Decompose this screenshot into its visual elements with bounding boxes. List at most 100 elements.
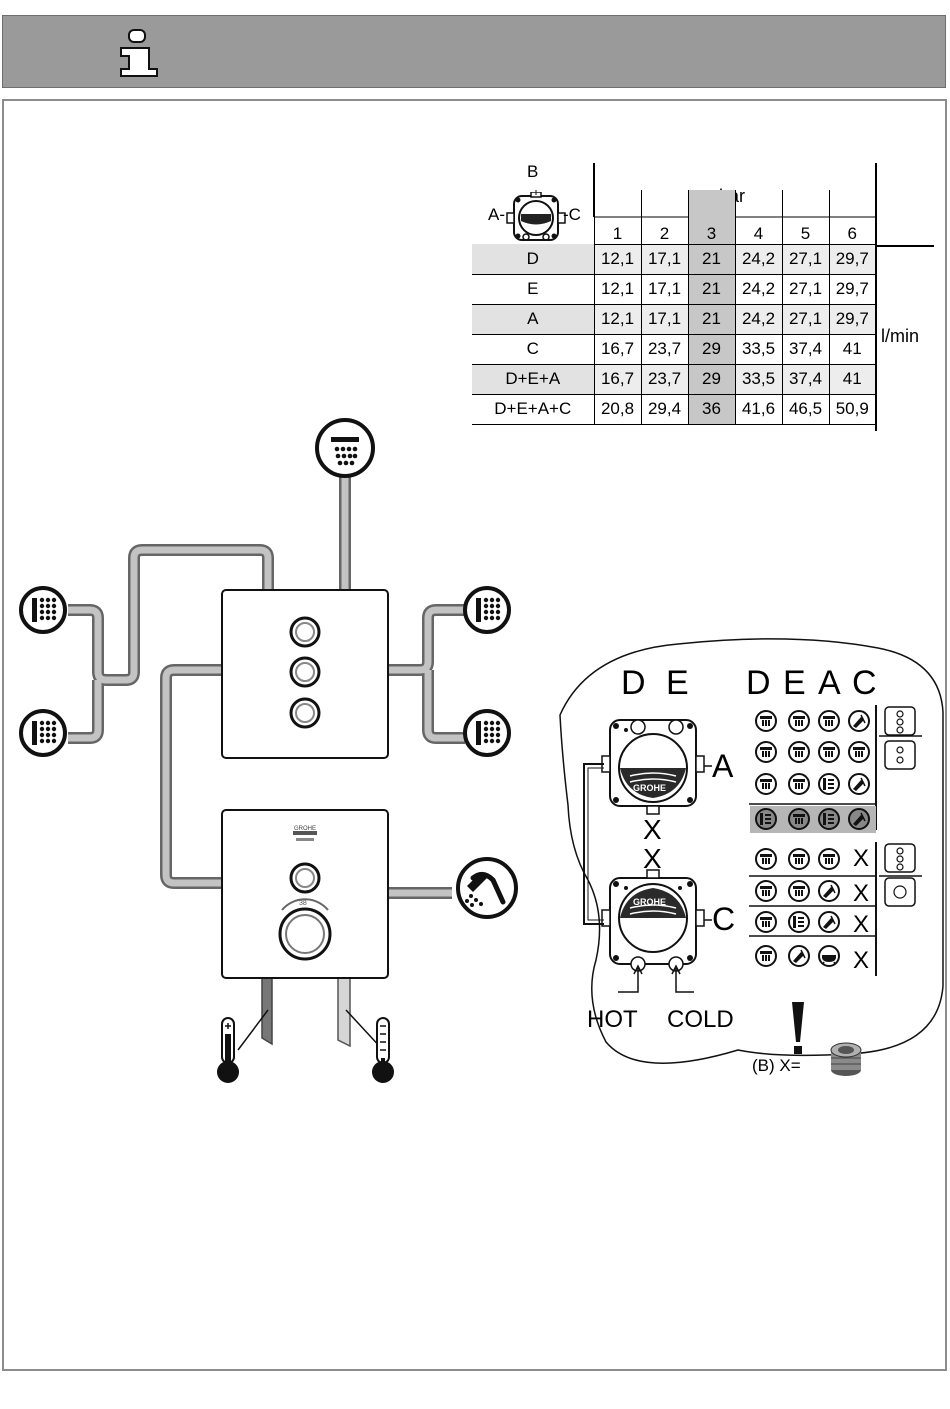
shower-head-icon: [756, 774, 776, 794]
flow-value-cell: 27,1: [782, 274, 829, 304]
flow-value-cell: 29: [688, 364, 735, 394]
shower-head-icon: [756, 912, 776, 932]
column-header-d: D: [746, 664, 771, 703]
flow-value-cell: 41: [829, 334, 876, 364]
flow-value-cell: 16,7: [594, 364, 641, 394]
shower-head-icon: [756, 742, 776, 762]
flow-value-cell: 33,5: [735, 364, 782, 394]
blank-mark-x: X: [853, 845, 869, 873]
port-label-e: E: [666, 664, 689, 703]
valve-body-lower: [602, 870, 704, 964]
flow-value-cell: 24,2: [735, 274, 782, 304]
outlet-label-cell: E: [472, 274, 594, 304]
pressure-header-cell: 6: [829, 190, 876, 244]
cartridge-3-outlet-icon: [885, 844, 915, 872]
flow-value-cell: 29: [688, 334, 735, 364]
overhead-shower-icon: [317, 420, 373, 476]
cold-label: COLD: [667, 1006, 734, 1034]
body-jet-icon: [819, 809, 839, 829]
pressure-header-cell: 1: [594, 190, 641, 244]
plug-note: (B) X=: [752, 1056, 801, 1076]
outlet-label-cell: C: [472, 334, 594, 364]
hand-shower-icon: [458, 859, 516, 917]
flow-value-cell: 23,7: [641, 364, 688, 394]
flow-value-cell: 29,7: [829, 304, 876, 334]
thermostat-scale: 38: [299, 900, 307, 907]
hot-thermometer-icon: [217, 1018, 239, 1083]
table-corner: [472, 190, 594, 244]
flow-value-cell: 12,1: [594, 244, 641, 274]
flow-value-cell: 27,1: [782, 244, 829, 274]
column-header-c: C: [852, 664, 877, 703]
flow-unit: l/min: [881, 326, 919, 347]
flow-value-cell: 21: [688, 274, 735, 304]
pressure-header-cell: 2: [641, 190, 688, 244]
hand-shower-icon: [789, 946, 809, 966]
cartridge-1-outlet-icon: [885, 878, 915, 906]
shower-head-icon: [789, 774, 809, 794]
hot-label: HOT: [587, 1006, 638, 1034]
flow-value-cell: 41: [829, 364, 876, 394]
hand-shower-icon: [819, 912, 839, 932]
body-jet-icon: [21, 711, 65, 755]
pressure-header-cell: 4: [735, 190, 782, 244]
flow-value-cell: 37,4: [782, 364, 829, 394]
outlet-label-cell: D+E+A: [472, 364, 594, 394]
info-i-icon: [115, 26, 171, 80]
flow-value-cell: 33,5: [735, 334, 782, 364]
outlet-label-cell: D: [472, 244, 594, 274]
blank-mark-x: X: [643, 814, 662, 846]
flow-value-cell: 17,1: [641, 244, 688, 274]
pressure-header-cell: 5: [782, 190, 829, 244]
flow-value-cell: 50,9: [829, 394, 876, 424]
flow-value-cell: 41,6: [735, 394, 782, 424]
shower-head-icon: [819, 711, 839, 731]
shower-head-icon: [789, 711, 809, 731]
shower-head-icon: [756, 946, 776, 966]
bathtub-icon: [819, 946, 839, 966]
shower-head-icon: [849, 742, 869, 762]
hand-shower-icon: [819, 881, 839, 901]
valve-brand-lower: GROHE: [633, 897, 666, 907]
blank-mark-x: X: [853, 947, 869, 975]
flow-value-cell: 37,4: [782, 334, 829, 364]
valve-brand-upper: GROHE: [633, 783, 666, 793]
side-port-label-a: A: [712, 748, 733, 785]
shower-head-icon: [789, 742, 809, 762]
shower-head-icon: [789, 849, 809, 869]
diverter-knob: [291, 618, 319, 646]
flow-value-cell: 17,1: [641, 274, 688, 304]
flow-value-cell: 46,5: [782, 394, 829, 424]
shower-head-icon: [756, 711, 776, 731]
flow-value-cell: 29,7: [829, 274, 876, 304]
side-port-label-c: C: [712, 901, 735, 938]
flow-value-cell: 27,1: [782, 304, 829, 334]
body-jet-icon: [465, 711, 509, 755]
mixer-brand: GROHE: [294, 826, 316, 832]
hand-shower-icon: [849, 774, 869, 794]
shower-head-icon: [819, 742, 839, 762]
shower-head-icon: [819, 849, 839, 869]
flow-value-cell: 16,7: [594, 334, 641, 364]
cartridge-2-outlet-icon: [885, 741, 915, 769]
shower-head-icon: [789, 881, 809, 901]
column-header-e: E: [783, 664, 806, 703]
flow-value-cell: 24,2: [735, 244, 782, 274]
blanking-plug-icon: [831, 1043, 861, 1076]
valve-body-upper: [602, 720, 704, 814]
flow-value-cell: 20,8: [594, 394, 641, 424]
shower-head-icon: [756, 849, 776, 869]
flow-value-cell: 23,7: [641, 334, 688, 364]
body-jet-icon: [789, 912, 809, 932]
inset-label-b: B: [527, 162, 538, 182]
blank-mark-x: X: [853, 880, 869, 908]
pressure-header-cell: 3: [688, 190, 735, 244]
blank-mark-x: X: [643, 843, 662, 875]
body-jet-icon: [819, 774, 839, 794]
flow-value-cell: 24,2: [735, 304, 782, 334]
